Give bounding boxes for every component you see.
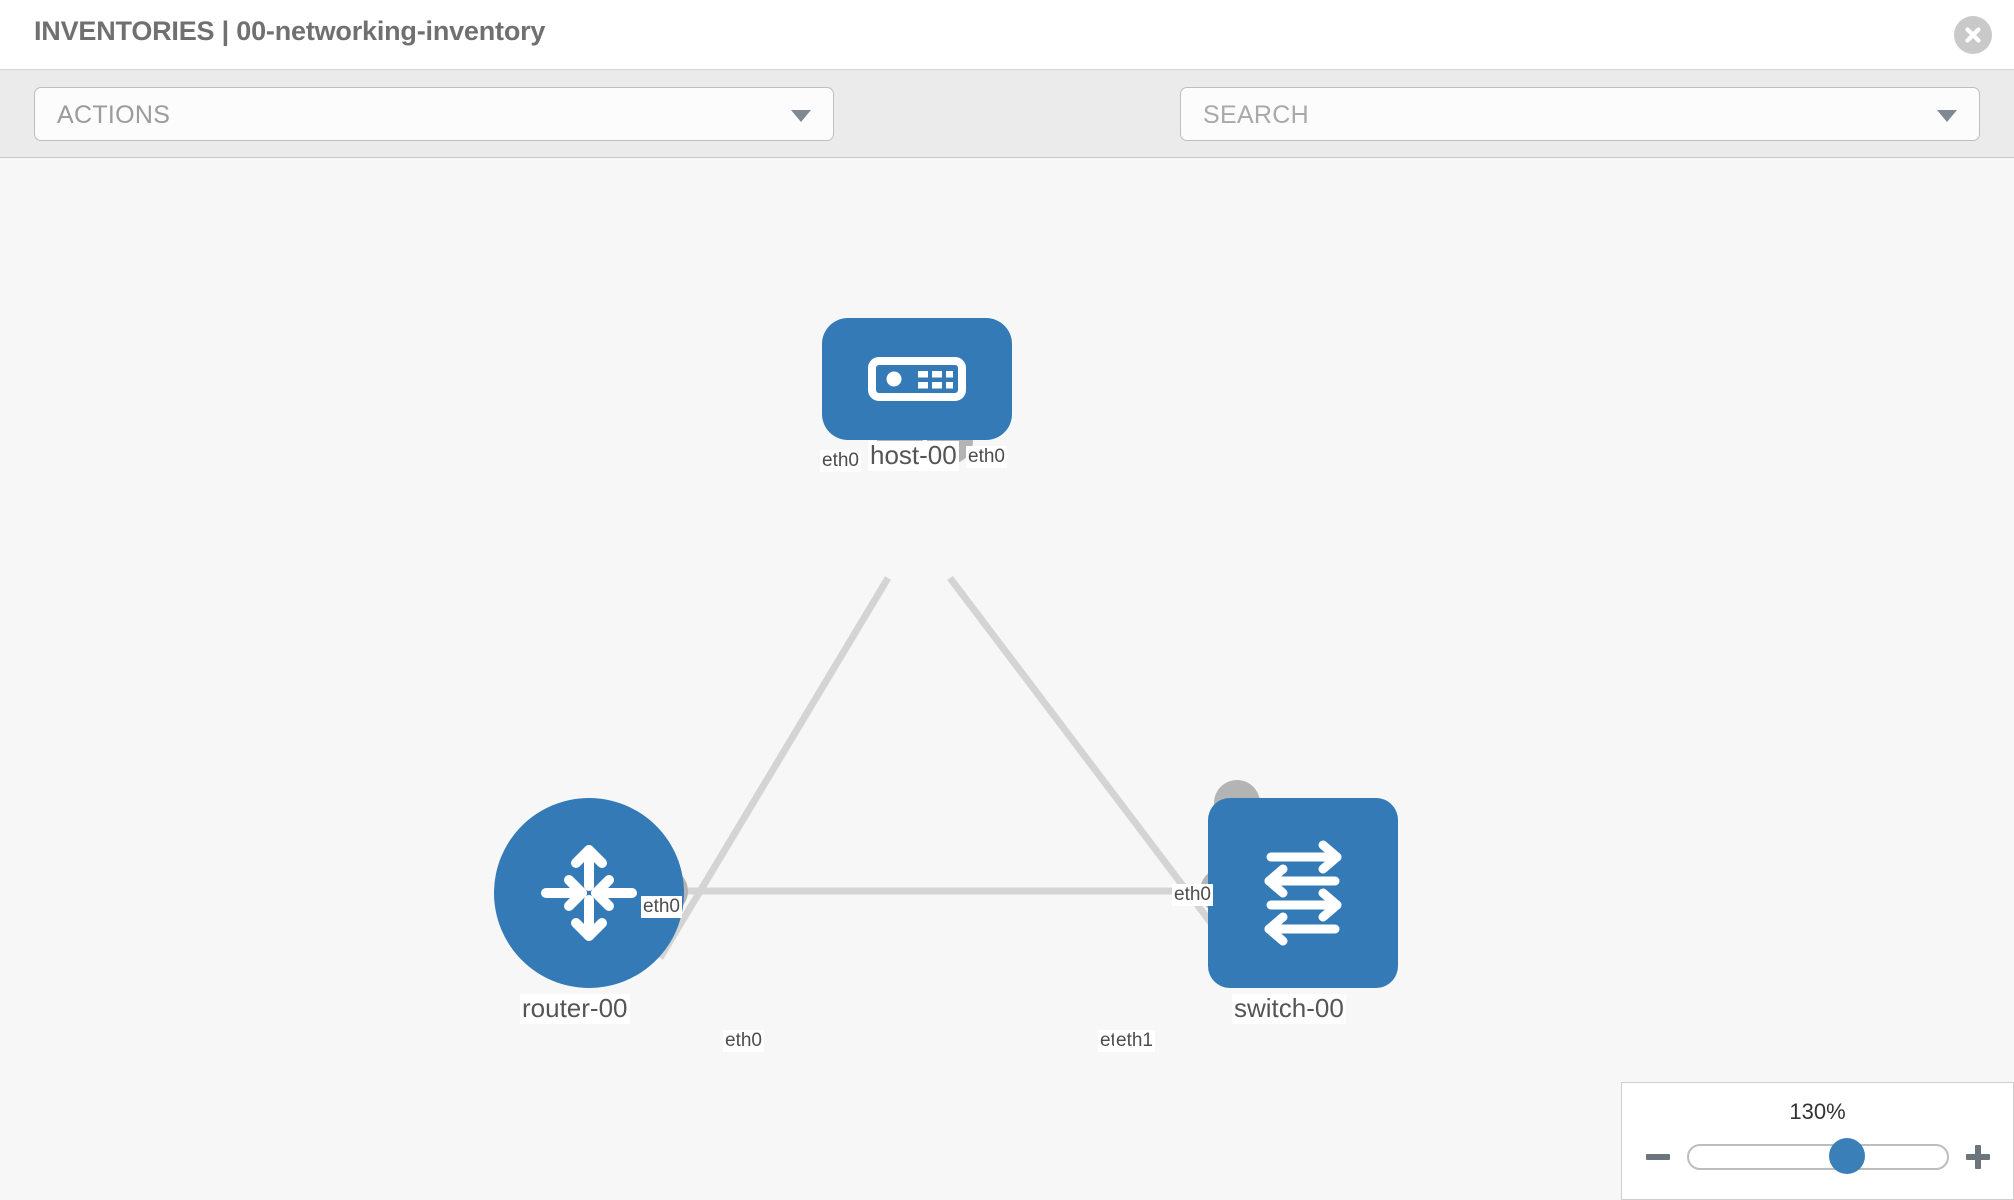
router-node-shape[interactable] [494, 798, 684, 988]
zoom-slider-thumb[interactable] [1828, 1138, 1865, 1174]
edge-label-router-up: eth0 [641, 896, 682, 918]
zoom-control-panel: 130% [1621, 1082, 2014, 1200]
node-switch-00[interactable]: switch-00 [1200, 780, 1398, 1028]
switch-node-shape[interactable] [1208, 798, 1398, 988]
server-icon [868, 357, 966, 401]
router-arrows-icon [541, 845, 637, 941]
search-input[interactable]: SEARCH [1180, 87, 1980, 141]
actions-dropdown[interactable]: ACTIONS [34, 87, 834, 141]
edge-label-host-right: eth0 [966, 446, 1007, 468]
node-host-00[interactable]: host-00 [822, 318, 1012, 518]
chevron-down-icon [791, 110, 811, 122]
minus-icon[interactable] [1641, 1140, 1675, 1174]
topology-links [655, 575, 1233, 960]
page-title: INVENTORIES | 00-networking-inventory [34, 16, 546, 46]
toolbar: ACTIONS SEARCH [0, 70, 2014, 196]
page-header: INVENTORIES | 00-networking-inventory [0, 0, 2014, 70]
zoom-slider[interactable] [1686, 1138, 1949, 1174]
search-placeholder: SEARCH [1203, 101, 1309, 129]
edge-label-router-right: eth0 [723, 1030, 764, 1052]
edge-label-switch-up: eth0 [1172, 884, 1213, 906]
plus-icon[interactable] [1961, 1140, 1995, 1174]
switch-arrows-icon [1264, 840, 1342, 946]
host-node-shape[interactable] [822, 318, 1012, 440]
topology-canvas[interactable]: host-00 eth0 eth0 [0, 158, 2014, 1200]
node-label-switch-00: switch-00 [1232, 993, 1346, 1024]
chevron-down-icon[interactable] [1937, 110, 1957, 122]
node-label-host-00: host-00 [868, 440, 959, 471]
node-label-router-00: router-00 [520, 993, 630, 1024]
zoom-slider-row [1622, 1135, 2013, 1179]
close-icon[interactable] [1954, 16, 1992, 54]
edge-label-host-left: eth0 [820, 450, 861, 472]
zoom-level-value: 130% [1789, 1099, 1846, 1124]
edge-label-switch-left-over: eth1 [1114, 1030, 1155, 1052]
actions-dropdown-label: ACTIONS [57, 101, 171, 129]
